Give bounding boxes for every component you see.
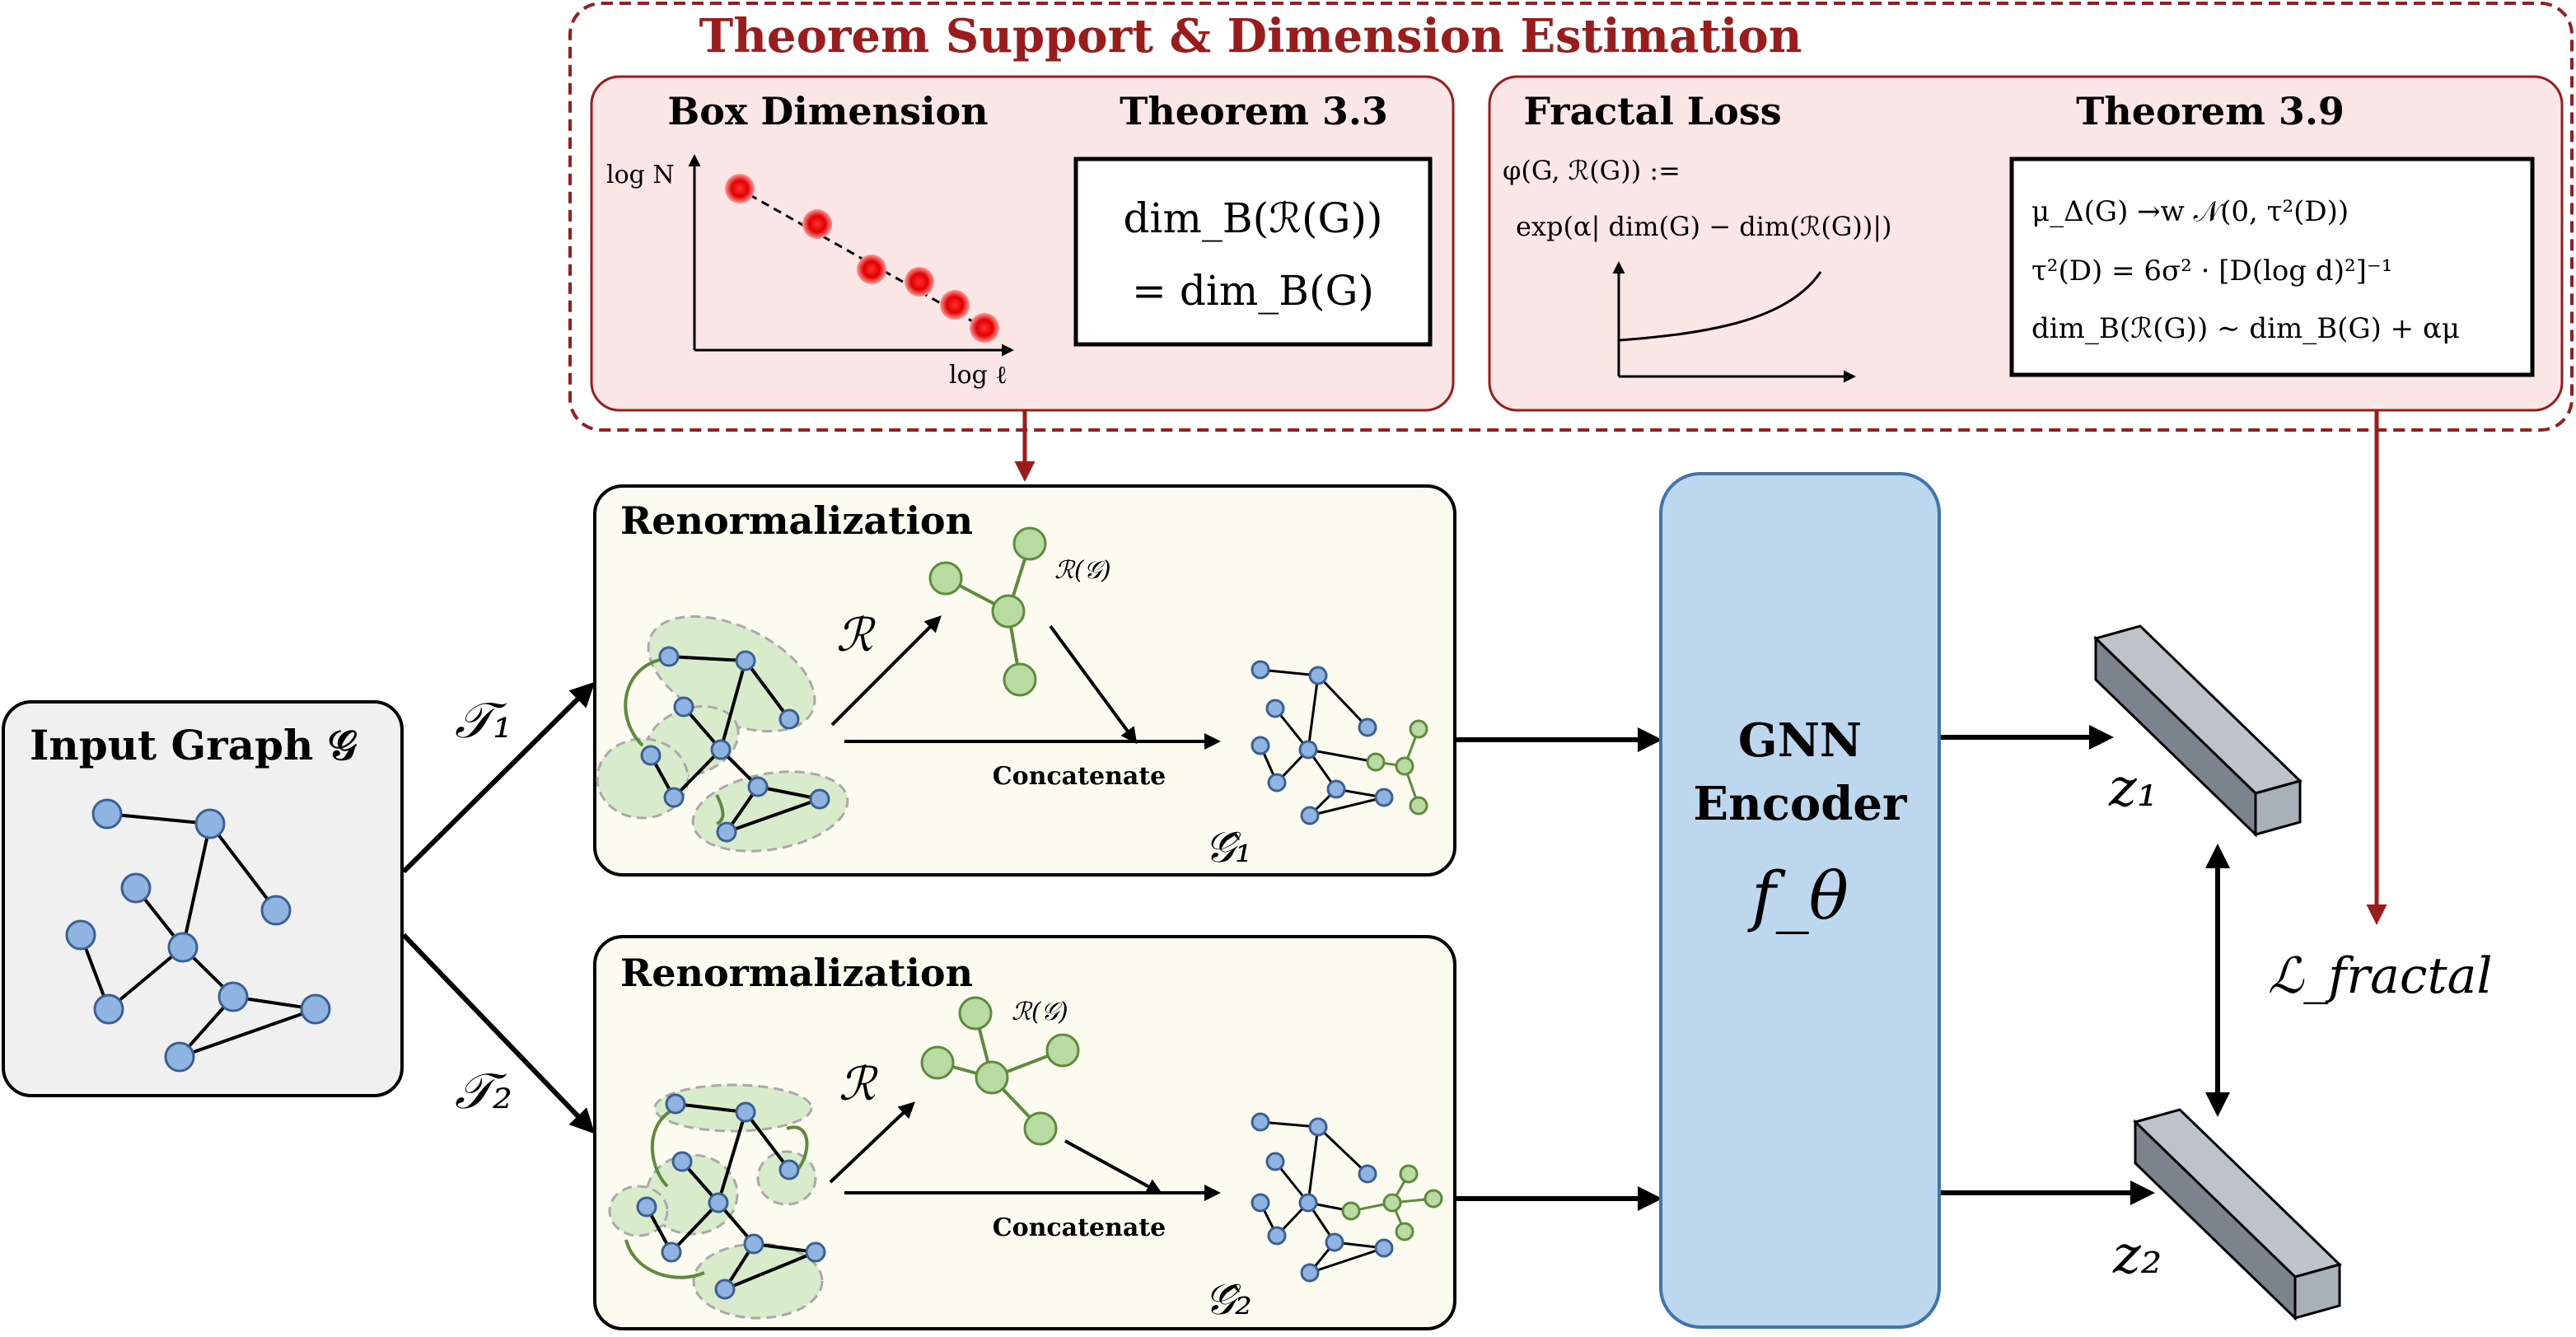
theorem-3-3-heading: Theorem 3.3: [1120, 89, 1388, 133]
z2-label: z₂: [2112, 1225, 2162, 1286]
gnn-encoder-box: GNN Encoder f_θ: [1659, 472, 1941, 1329]
renorm-bottom-output-green-nodes: [1341, 1164, 1443, 1241]
box-dimension-points: [725, 174, 999, 343]
fractal-loss-heading: Fractal Loss: [1523, 89, 1781, 133]
renorm-bottom-merge-arrow: [1064, 1139, 1163, 1194]
renorm-top-box: Renormalization: [593, 484, 1456, 877]
transform-1-label: 𝒯₁: [455, 692, 512, 750]
fractal-loss-plot: [1612, 261, 1856, 383]
renorm-bottom-coarse-nodes: [920, 996, 1080, 1146]
renorm-bottom-title: Renormalization: [620, 951, 973, 995]
renorm-bottom-green-link-1: [650, 1109, 673, 1188]
input-graph-label: Input Graph 𝒢: [30, 721, 358, 769]
renorm-top-green-link-1: [624, 657, 664, 747]
renorm-bottom-r-arrow: [829, 1101, 915, 1184]
renorm-bottom-output-label: 𝒢̂₂: [1204, 1275, 1252, 1325]
theorem-3-3-line1: dim_B(ℛ(G)): [1123, 194, 1382, 242]
renorm-bottom-box: Renormalization: [593, 935, 1456, 1330]
log-l-axis-label: log ℓ: [949, 361, 1007, 390]
renorm-top-concat-label: Concatenate: [993, 762, 1166, 791]
log-n-axis-label: log N: [606, 161, 675, 189]
input-graph-nodes: [65, 798, 331, 1073]
theorem-3-9-line3: dim_B(ℛ(G)) ∼ dim_B(G) + αμ: [2031, 312, 2460, 345]
renorm-top-output-label: 𝒢̂₁: [1204, 823, 1252, 872]
fractal-loss-formula-line1: φ(G, ℛ(G)) :=: [1503, 155, 1681, 186]
encoder-line1: GNN: [1738, 713, 1862, 768]
renorm-bottom-operator: ℛ: [839, 1058, 878, 1111]
renorm-top-coarse-nodes: [928, 526, 1047, 697]
renorm-bottom-output-nodes: [1251, 1112, 1394, 1283]
renorm-bottom-concat-label: Concatenate: [993, 1213, 1166, 1242]
fractal-loss-label: ℒ_fractal: [2268, 947, 2493, 1005]
input-graph-box: Input Graph 𝒢: [2, 700, 404, 1097]
renorm-top-title: Renormalization: [620, 498, 973, 543]
renorm-top-merge-arrow: [1049, 624, 1138, 745]
theorem-panel-title: Theorem Support & Dimension Estimation: [699, 9, 1802, 63]
theorem-3-3-line2: = dim_B(G): [1132, 267, 1374, 315]
renorm-bottom-green-link-2: [786, 1125, 809, 1171]
renorm-bottom-coarse-label: ℛ(𝒢): [1012, 998, 1068, 1026]
theorem-3-9-line2: τ²(D) = 6σ² · [D(log d)²]⁻¹: [2031, 255, 2392, 288]
renorm-top-r-arrow: [830, 615, 942, 727]
box-dimension-heading: Box Dimension: [667, 89, 988, 133]
z1-label: z₁: [2108, 758, 2158, 819]
renorm-top-operator: ℛ: [836, 609, 876, 662]
fractal-loss-formula-line2: exp(α| dim(G) − dim(ℛ(G))|): [1516, 211, 1892, 242]
encoder-symbol: f_θ: [1747, 858, 1849, 934]
box-dimension-plot: log N log ℓ: [606, 154, 1014, 390]
theorem-3-9-heading: Theorem 3.9: [2076, 89, 2345, 133]
z2-embedding-bar: [2133, 1108, 2342, 1321]
theorem-3-9-line1: μ_Δ(G) →w 𝒩(0, τ²(D)): [2031, 195, 2349, 228]
renorm-top-green-link-2: [715, 794, 725, 825]
transform-1-arrow: [401, 681, 596, 874]
renorm-top-fine-nodes: [640, 646, 830, 843]
theorem-support-panel: Theorem Support & Dimension Estimation B…: [568, 2, 2574, 432]
renorm-bottom-fine-nodes: [636, 1093, 826, 1300]
renorm-top-coarse-label: ℛ(𝒢): [1054, 556, 1111, 585]
transform-2-label: 𝒯₂: [455, 1063, 512, 1120]
encoder-line2: Encoder: [1693, 777, 1908, 831]
transform-2-arrow: [401, 933, 596, 1134]
renorm-bottom-green-link-3: [624, 1239, 705, 1279]
renorm-top-output-green-nodes: [1366, 719, 1428, 816]
z1-embedding-bar: [2093, 624, 2303, 838]
renorm-top-output-nodes: [1251, 660, 1394, 825]
